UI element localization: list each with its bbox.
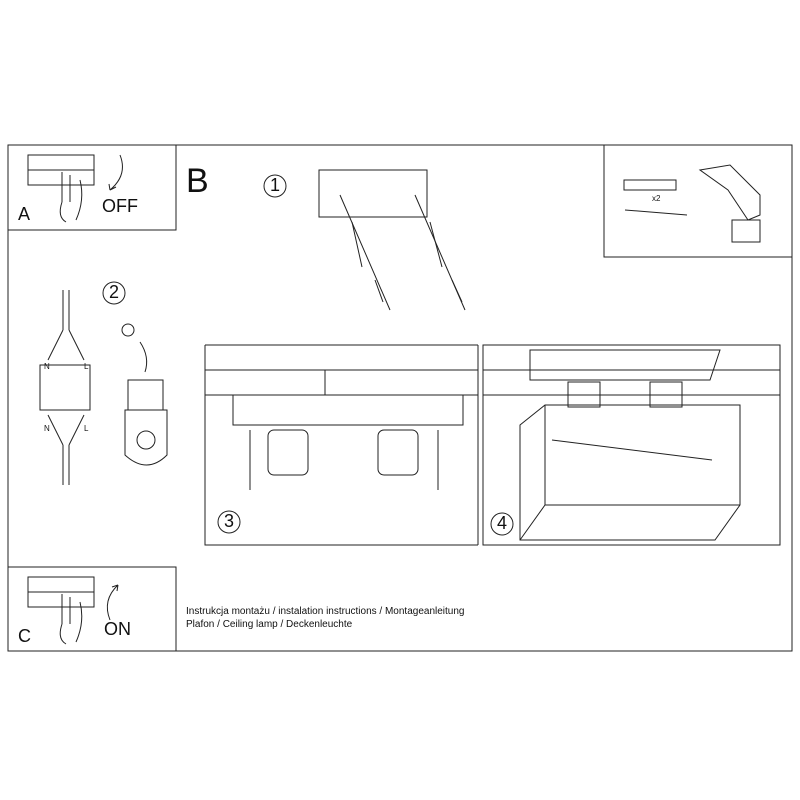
tools-box	[603, 144, 793, 258]
step-3-mounting-illustration	[204, 344, 479, 546]
step-1-number: 1	[270, 175, 281, 195]
breaker-panel-icon	[27, 576, 119, 645]
wiring-illustration	[39, 290, 168, 485]
step-c-label: C	[18, 626, 31, 646]
step-3-circle	[217, 510, 241, 534]
step-4-circle	[490, 512, 514, 536]
caption-line-2: Plafon / Ceiling lamp / Deckenleuchte	[186, 619, 353, 630]
wire-n-top: N	[44, 362, 50, 371]
step-4-number: 4	[497, 513, 508, 533]
step-3-number: 3	[224, 511, 235, 531]
outer-frame	[7, 144, 793, 652]
step-4-mounting-illustration	[482, 344, 781, 546]
step-b-label: B	[186, 162, 209, 200]
quantity-label: x2	[652, 194, 661, 203]
caption: Instrukcja montażu / instalation instruc…	[186, 605, 465, 631]
on-label: ON	[104, 619, 131, 639]
caption-line-1: Instrukcja montażu / instalation instruc…	[186, 606, 465, 617]
step-1-circle	[263, 174, 287, 198]
step-2-number: 2	[109, 282, 120, 302]
ceiling-drilling-illustration	[318, 169, 466, 311]
wire-l-bottom: L	[84, 424, 89, 433]
wire-n-bottom: N	[44, 424, 50, 433]
off-label: OFF	[102, 196, 138, 216]
breaker-panel-icon	[27, 154, 123, 223]
box-c	[7, 566, 177, 652]
step-a-label: A	[18, 204, 31, 224]
wire-l-top: L	[84, 362, 89, 371]
step-2-circle	[102, 281, 126, 305]
box-a	[7, 144, 177, 231]
screw-anchor-drill-icon	[623, 164, 761, 243]
